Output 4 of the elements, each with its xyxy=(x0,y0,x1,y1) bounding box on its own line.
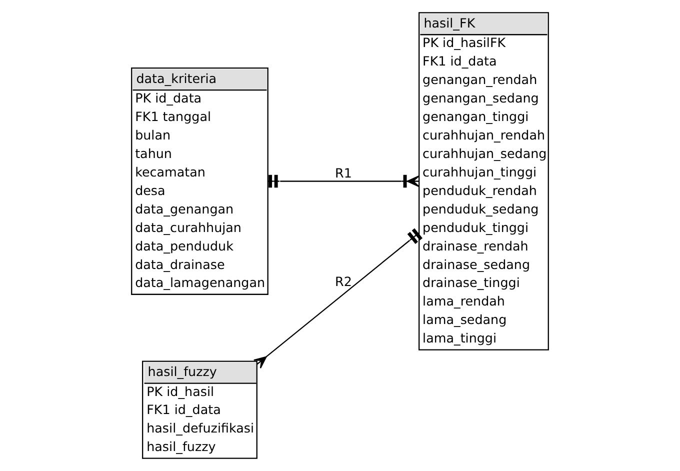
edge-label: R1 xyxy=(335,166,352,181)
connector xyxy=(268,174,420,188)
edge-label: R2 xyxy=(335,274,352,290)
connector xyxy=(253,228,423,369)
